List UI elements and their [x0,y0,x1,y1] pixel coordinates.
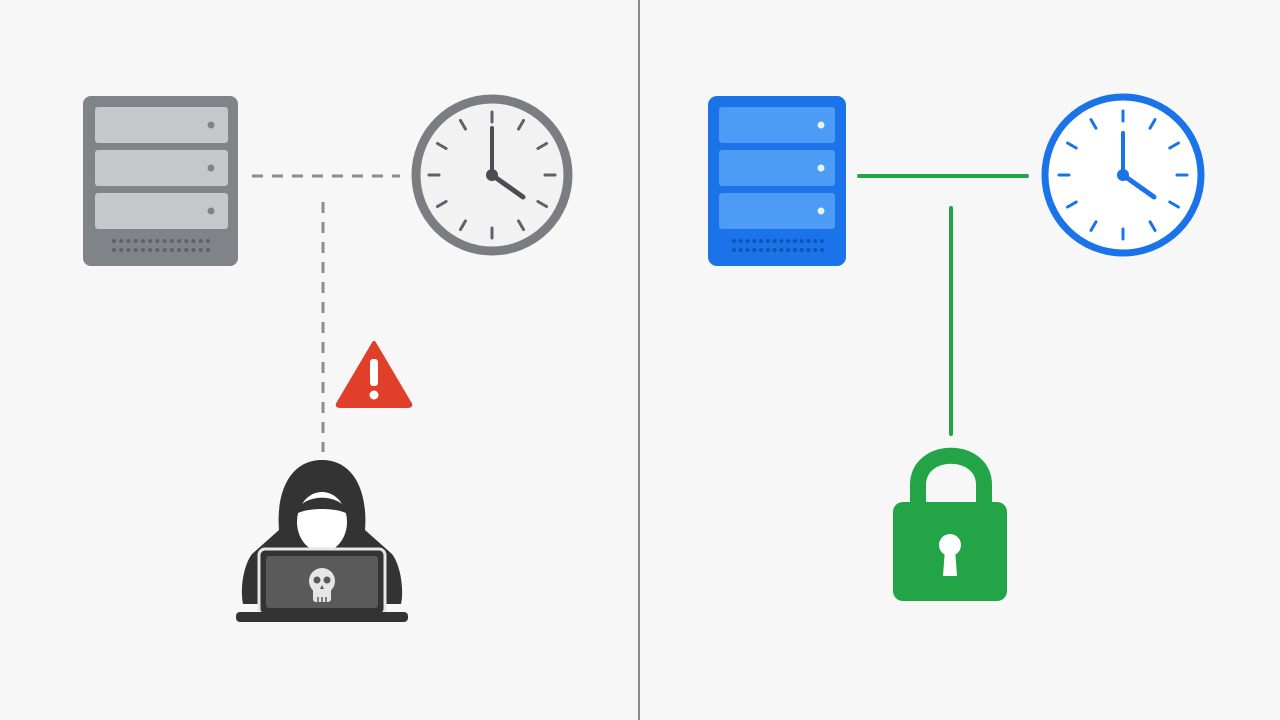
vent-dot [119,239,124,243]
vent-dot [786,239,791,243]
vent-dot [119,248,124,252]
insecure-clock-icon [411,94,573,256]
vent-dot [148,248,153,252]
vent-dot [745,239,750,243]
vent-dot [140,248,145,252]
vent-dot [155,248,160,252]
vent-dot [169,239,174,243]
vent-dot [752,239,757,243]
vent-dot [133,248,138,252]
vent-dot [162,248,167,252]
vent-dot [792,239,797,243]
vent-dot [765,248,770,252]
clock-tick [1168,141,1180,150]
vent-dot [191,239,196,243]
insecure-server-icon [83,96,238,266]
vent-dot [806,239,811,243]
clock-tick [459,219,467,232]
vent-dot [169,248,174,252]
vent-dot [806,248,811,252]
padlock-icon [893,447,1007,601]
vent-dot [155,239,160,243]
panel-divider [638,0,640,720]
vent-dot [133,239,138,243]
clock-tick [536,142,549,150]
clock-tick [517,118,525,131]
vent-dot [813,239,818,243]
vent-dot [198,248,203,252]
vent-dot [738,239,743,243]
vent-dot [177,239,182,243]
vent-dot [738,248,743,252]
clock-tick [1066,200,1078,209]
secure-server-icon [708,96,846,266]
vent-dot [772,248,777,252]
vent-dot [198,239,203,243]
vent-dot [126,248,131,252]
vent-dot [765,239,770,243]
vent-dot [759,239,764,243]
vent-dot [779,239,784,243]
vent-dot [177,248,182,252]
clock-tick [517,219,525,232]
vent-dot [813,248,818,252]
clock-tick [1148,220,1157,232]
warning-icon [335,341,413,408]
clock-tick [435,142,448,150]
clock-tick [1168,200,1180,209]
clock-tick [459,118,467,131]
clock-tick [1066,141,1078,150]
vent-dot [148,239,153,243]
clock-tick [1089,220,1098,232]
vent-dot [779,248,784,252]
vent-dot [732,239,736,243]
vent-dot [799,248,804,252]
vent-dot [140,239,145,243]
vent-dot [820,248,824,252]
vent-dot [112,248,116,252]
skull-icon [309,568,335,602]
vent-dot [184,248,189,252]
vent-dot [745,248,750,252]
clock-tick [1089,118,1098,130]
clock-tick [536,200,549,208]
vent-dot [820,239,824,243]
secure-clock-icon [1041,93,1205,257]
vent-dot [184,239,189,243]
vent-dot [191,248,196,252]
clock-tick [435,200,448,208]
vent-dot [732,248,736,252]
vent-dot [126,239,131,243]
vent-dot [206,248,210,252]
vent-dot [799,239,804,243]
vent-dot [792,248,797,252]
vent-dot [786,248,791,252]
vent-dot [112,239,116,243]
vent-dot [752,248,757,252]
vent-dot [772,239,777,243]
hacker-icon [236,460,408,622]
vent-dot [162,239,167,243]
vent-dot [759,248,764,252]
clock-tick [1148,118,1157,130]
vent-dot [206,239,210,243]
